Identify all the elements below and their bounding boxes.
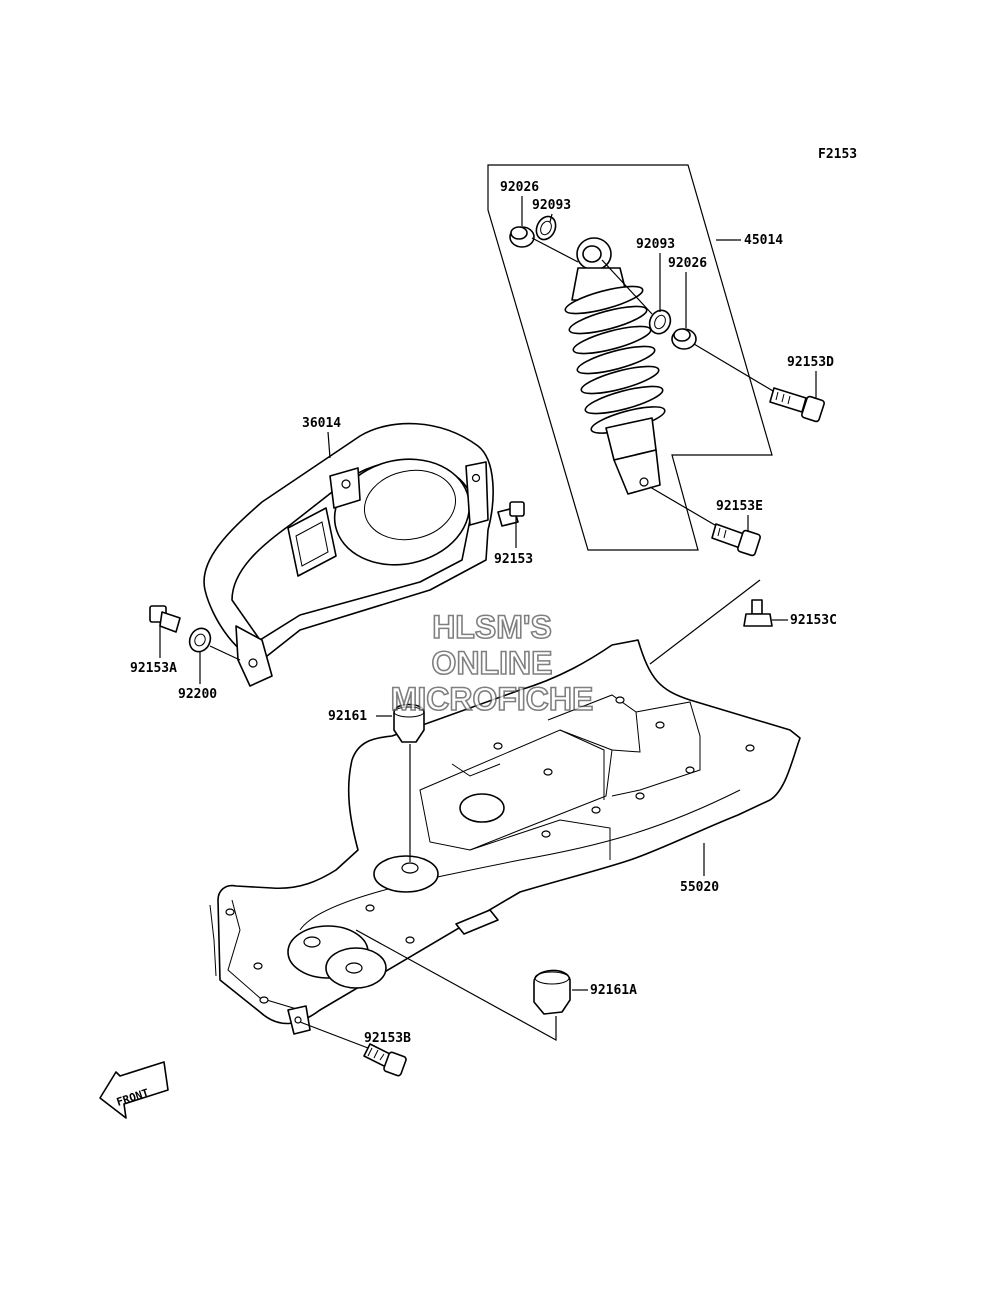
shock-group-outline: [487, 164, 773, 551]
leader-bolt-e: [649, 486, 721, 529]
watermark-line-3: MICROFICHE: [391, 681, 594, 717]
bolt-92153A: [149, 605, 181, 633]
label-92153A: 92153A: [130, 661, 177, 676]
label-92200: 92200: [178, 687, 217, 702]
leader-pivot: [601, 259, 653, 315]
bushing-92026-top: [509, 226, 535, 248]
washer-92093-right: [648, 309, 672, 335]
label-92153D: 92153D: [787, 355, 834, 370]
washer-92200: [188, 627, 212, 653]
bolt-92153C: [743, 599, 773, 627]
front-arrow: FRONT: [99, 1061, 169, 1119]
label-92153C: 92153C: [790, 613, 837, 628]
label-92093-top: 92093: [532, 198, 571, 213]
label-92153E: 92153E: [716, 499, 763, 514]
washer-92093-top: [535, 215, 557, 241]
label-92161A: 92161A: [590, 983, 637, 998]
shock-absorber: [564, 237, 666, 495]
label-92026-right: 92026: [668, 256, 707, 271]
stopper-92161: [393, 703, 425, 743]
leader-bolt-d: [693, 343, 779, 395]
label-36014: 36014: [302, 416, 341, 431]
skid-plate-55020: [209, 639, 801, 1035]
bolt-92153D: [769, 387, 825, 423]
leader-92153B-bolt: [299, 1021, 369, 1049]
watermark-line-2: ONLINE: [432, 645, 553, 681]
leader-top-mount: [649, 579, 761, 665]
bolt-92153B: [363, 1043, 407, 1077]
bolt-92153: [497, 501, 525, 527]
label-55020: 55020: [680, 880, 719, 895]
watermark: HLSM'S ONLINE MICROFICHE: [390, 608, 594, 718]
leader-36014: [327, 431, 331, 459]
leader-stopper-b: [355, 929, 557, 1042]
label-92093-right: 92093: [636, 237, 675, 252]
bushing-92026-right: [671, 328, 697, 350]
label-92153: 92153: [494, 552, 533, 567]
diagram-code: F2153: [818, 147, 857, 162]
label-92026-top: 92026: [500, 180, 539, 195]
stopper-92161A: [533, 969, 571, 1015]
watermark-line-1: HLSM'S: [432, 609, 552, 645]
leader-92093-top: [549, 213, 553, 223]
label-92161: 92161: [328, 709, 367, 724]
leader-washer-cover: [209, 645, 241, 661]
label-45014: 45014: [744, 233, 783, 248]
belt-cover-36014: [203, 422, 494, 687]
leader-top-bushing: [531, 237, 579, 263]
label-92153B: 92153B: [364, 1031, 411, 1046]
bolt-92153E: [711, 523, 761, 557]
